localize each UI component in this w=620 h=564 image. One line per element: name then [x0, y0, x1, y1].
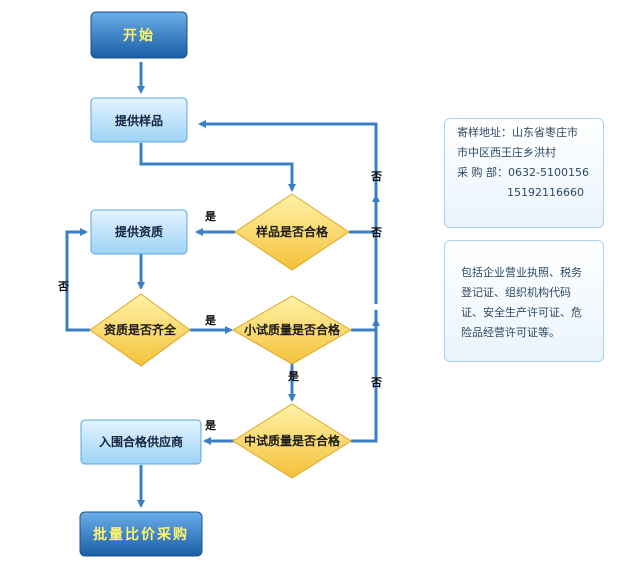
- label-yes-small-pilot: 是: [287, 370, 300, 383]
- qualification-check-label: 资质是否齐全: [104, 322, 177, 337]
- address-line1: 山东省枣庄市: [512, 126, 578, 139]
- address-line2: 市中区西王庄乡洪村: [457, 146, 556, 159]
- label-yes-mid-pilot: 是: [204, 419, 217, 432]
- connectors: [65, 62, 380, 508]
- start-node: 开始: [90, 11, 188, 59]
- edge-sample-no: [198, 120, 378, 234]
- edge-labels: 是 是 是 是 否 否 否 否: [57, 170, 382, 432]
- mid-pilot-diamond: 中试质量是否合格: [232, 403, 352, 479]
- documents-text: 包括企业营业执照、税务登记证、组织机构代码证、安全生产许可证、危险品经营许可证等…: [461, 266, 582, 339]
- edge-sample-to-check: [139, 143, 296, 192]
- phone-2: 15192116660: [507, 186, 584, 199]
- provide-qualification-label: 提供资质: [115, 224, 163, 239]
- enter-supplier-label: 入围合格供应商: [99, 434, 183, 449]
- provide-sample-label: 提供样品: [115, 113, 163, 128]
- provide-sample-box: 提供样品: [90, 97, 188, 143]
- end-node: 批量比价采购: [79, 511, 203, 557]
- mid-pilot-label: 中试质量是否合格: [244, 433, 341, 448]
- label-yes-qualification: 是: [204, 314, 217, 327]
- label-no-mid-pilot: 否: [370, 376, 382, 389]
- sample-check-diamond: 样品是否合格: [234, 193, 350, 271]
- label-yes-sample: 是: [204, 210, 217, 223]
- phone-1: 0632-5100156: [508, 166, 589, 179]
- start-label: 开始: [123, 27, 155, 44]
- sample-check-label: 样品是否合格: [256, 224, 329, 239]
- label-no-qualification: 否: [57, 280, 69, 293]
- label-no-sample-top: 否: [370, 170, 382, 183]
- label-no-sample: 否: [370, 226, 382, 239]
- edge-qual-no: [65, 228, 90, 332]
- end-label: 批量比价采购: [93, 526, 189, 543]
- contact-info-panel: 寄样地址：山东省枣庄市 市中区西王庄乡洪村 采 购 部：0632-5100156…: [444, 118, 604, 228]
- department-label: 采 购 部：: [457, 166, 508, 179]
- edge-small-no: [351, 310, 378, 332]
- qualification-check-diamond: 资质是否齐全: [89, 293, 191, 367]
- edge-mid-no: [351, 318, 380, 443]
- documents-info-panel: 包括企业营业执照、税务登记证、组织机构代码证、安全生产许可证、危险品经营许可证等…: [444, 240, 604, 362]
- address-label: 寄样地址：: [457, 126, 512, 139]
- enter-supplier-box: 入围合格供应商: [80, 419, 202, 465]
- small-pilot-label: 小试质量是否合格: [244, 322, 341, 337]
- provide-qualification-box: 提供资质: [90, 209, 188, 255]
- small-pilot-diamond: 小试质量是否合格: [231, 295, 353, 365]
